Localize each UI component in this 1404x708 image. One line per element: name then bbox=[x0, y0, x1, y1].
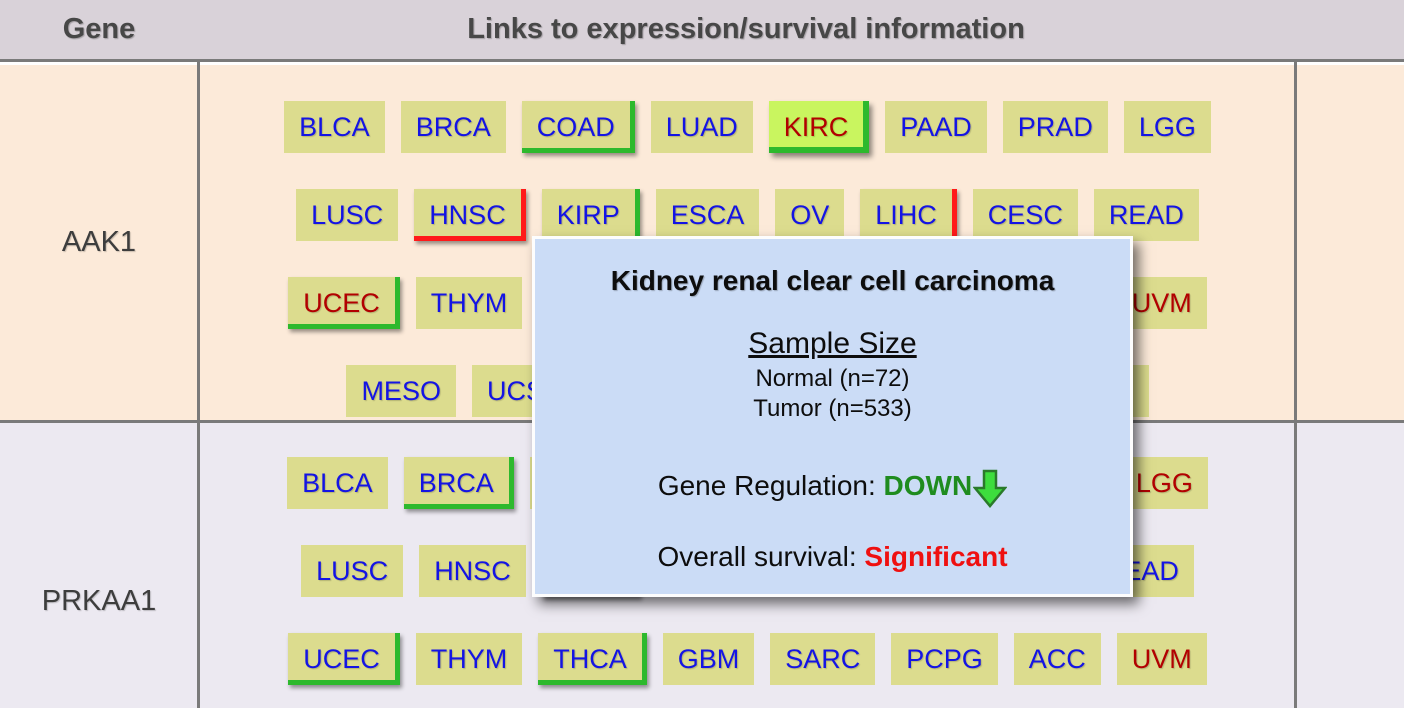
cancer-type-link-coad[interactable]: COAD bbox=[521, 101, 635, 153]
overall-survival-line: Overall survival: Significant bbox=[535, 541, 1130, 573]
cancer-type-link-kirc[interactable]: KIRC bbox=[768, 101, 870, 153]
gene-regulation-label: Gene Regulation: bbox=[657, 469, 884, 501]
cancer-type-link-brca[interactable]: BRCA bbox=[400, 101, 506, 153]
cancer-type-link-ucec[interactable]: UCEC bbox=[288, 277, 400, 329]
cancer-type-link-luad[interactable]: LUAD bbox=[650, 101, 753, 153]
gene-regulation-line: Gene Regulation: DOWN bbox=[535, 464, 1130, 511]
cancer-type-link-cesc[interactable]: CESC bbox=[972, 189, 1078, 241]
overall-survival-value: Significant bbox=[864, 541, 1008, 572]
gene-column-header: Gene bbox=[62, 13, 136, 45]
gene-name-label: PRKAA1 bbox=[41, 584, 157, 617]
cancer-type-link-prad[interactable]: PRAD bbox=[1002, 101, 1108, 153]
cancer-type-link-blca[interactable]: BLCA bbox=[284, 101, 385, 153]
cancer-type-link-uvm[interactable]: UVM bbox=[1116, 633, 1207, 685]
cancer-type-link-brca[interactable]: BRCA bbox=[403, 457, 514, 509]
cancer-type-link-thym[interactable]: THYM bbox=[415, 633, 523, 685]
normal-sample-size: Normal (n=72) bbox=[755, 365, 910, 392]
table-header: Gene Links to expression/survival inform… bbox=[0, 0, 1404, 62]
cancer-type-link-gbm[interactable]: GBM bbox=[662, 633, 755, 685]
cancer-type-link-lgg[interactable]: LGG bbox=[1120, 457, 1208, 509]
cancer-type-link-blca[interactable]: BLCA bbox=[287, 457, 388, 509]
cancer-link-row: BLCA BRCA COAD LUAD KIRC PAAD PRAD LGG bbox=[201, 101, 1294, 153]
cancer-type-link-paad[interactable]: PAAD bbox=[885, 101, 987, 153]
tooltip-title: Kidney renal clear cell carcinoma bbox=[610, 265, 1055, 296]
cancer-type-link-lgg[interactable]: LGG bbox=[1123, 101, 1211, 153]
cancer-info-tooltip: Kidney renal clear cell carcinoma Sample… bbox=[532, 236, 1133, 597]
cancer-type-link-lusc[interactable]: LUSC bbox=[296, 189, 399, 241]
cancer-type-link-read[interactable]: READ bbox=[1093, 189, 1199, 241]
cancer-type-link-kirp[interactable]: KIRP bbox=[541, 189, 640, 241]
column-divider bbox=[1294, 62, 1297, 708]
cancer-type-link-hnsc[interactable]: HNSC bbox=[414, 189, 526, 241]
cancer-link-row: UCEC THYM THCA GBM SARC PCPG ACC UVM bbox=[201, 633, 1294, 685]
gene-regulation-value: DOWN bbox=[883, 469, 973, 501]
cancer-link-row: LUSC HNSC KIRP ESCA OV LIHC CESC READ bbox=[201, 189, 1294, 241]
links-column-header: Links to expression/survival information bbox=[467, 13, 1025, 45]
cancer-type-link-pcpg[interactable]: PCPG bbox=[891, 633, 998, 685]
cancer-type-link-thym[interactable]: THYM bbox=[415, 277, 523, 329]
cancer-type-link-esca[interactable]: ESCA bbox=[655, 189, 760, 241]
cancer-type-link-thca[interactable]: THCA bbox=[538, 633, 647, 685]
cancer-type-link-sarc[interactable]: SARC bbox=[770, 633, 876, 685]
overall-survival-label: Overall survival: bbox=[657, 541, 865, 572]
down-arrow-icon bbox=[972, 469, 1008, 516]
tumor-sample-size: Tumor (n=533) bbox=[753, 395, 912, 422]
cancer-type-link-ucec[interactable]: UCEC bbox=[288, 633, 400, 685]
cancer-type-link-lihc[interactable]: LIHC bbox=[860, 189, 957, 241]
column-divider bbox=[197, 62, 200, 708]
cancer-type-link-acc[interactable]: ACC bbox=[1013, 633, 1101, 685]
cancer-type-link-ov[interactable]: OV bbox=[775, 189, 845, 241]
cancer-type-link-meso[interactable]: MESO bbox=[346, 365, 456, 417]
sample-size-heading: Sample Size bbox=[748, 327, 917, 360]
gene-name-label: AAK1 bbox=[61, 226, 137, 258]
cancer-type-link-hnsc[interactable]: HNSC bbox=[419, 545, 526, 597]
cancer-type-link-lusc[interactable]: LUSC bbox=[301, 545, 404, 597]
